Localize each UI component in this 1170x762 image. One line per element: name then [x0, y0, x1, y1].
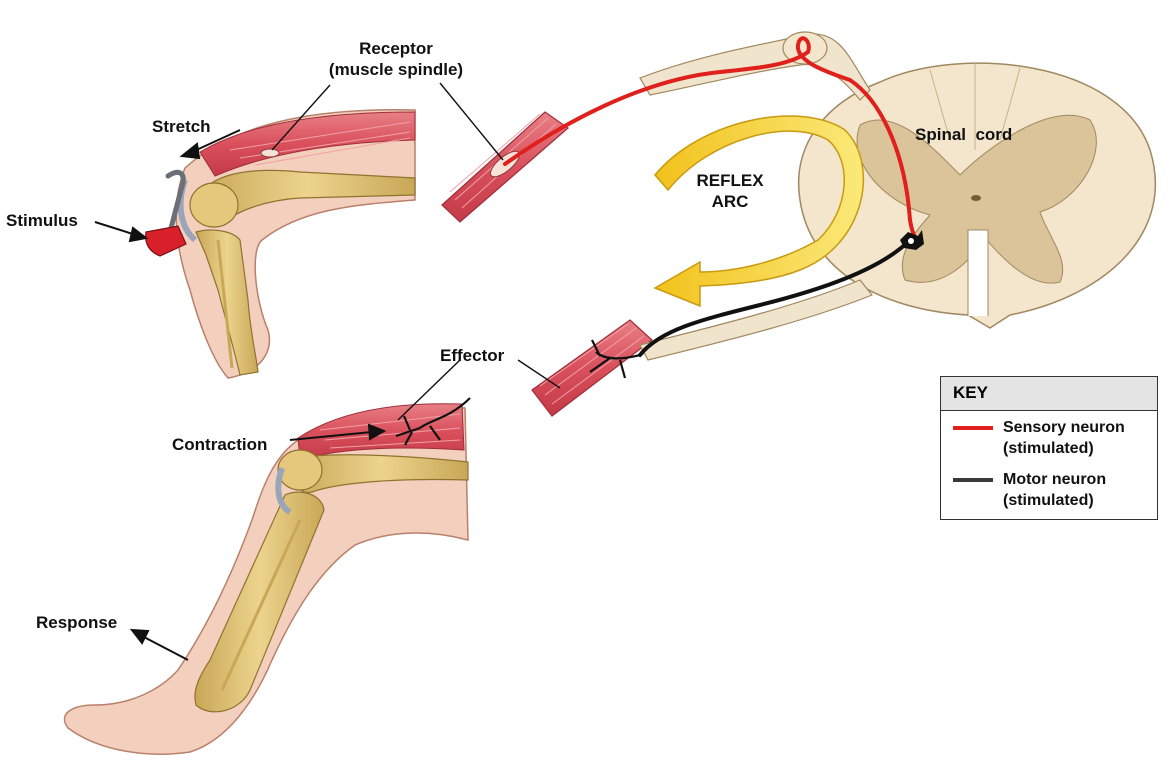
legend-sensory-line2: (stimulated)	[1003, 440, 1094, 457]
legend-motor-line1: Motor neuron	[1003, 471, 1107, 488]
spinal-cord-label: Spinal cord	[915, 125, 1013, 144]
legend-item-motor-text: Motor neuron (stimulated)	[1003, 469, 1106, 511]
effector-muscle-fragment	[531, 319, 653, 417]
reflex-arc-label: REFLEX ARC	[690, 170, 770, 212]
contraction-label: Contraction	[172, 435, 268, 454]
leader-lines	[271, 82, 561, 421]
stretch-label: Stretch	[152, 117, 211, 136]
stimulus-label: Stimulus	[6, 211, 78, 230]
legend-motor-line2: (stimulated)	[1003, 492, 1094, 509]
effector-label: Effector	[440, 346, 505, 365]
upper-quadriceps-muscle	[199, 111, 416, 177]
ventral-root	[639, 279, 873, 361]
upper-knee-illustration	[145, 109, 416, 379]
reflex-arc-arrow	[653, 115, 865, 308]
receptor-muscle-fragment	[441, 111, 569, 223]
receptor-label: Receptor (muscle spindle)	[306, 38, 486, 80]
sensory-neuron-swatch	[953, 426, 993, 430]
receptor-label-line2: (muscle spindle)	[328, 60, 464, 79]
dorsal-root-ganglion	[639, 31, 871, 101]
sensory-neuron	[503, 36, 922, 242]
response-label: Response	[36, 613, 118, 632]
reflex-arc-label-line1: REFLEX	[696, 171, 764, 190]
legend-title: KEY	[941, 377, 1157, 411]
lower-tibia-bone	[194, 491, 325, 713]
reflex-arc-label-line2: ARC	[711, 192, 749, 211]
motor-neuron	[638, 238, 912, 357]
legend-item-sensory-neuron: Sensory neuron (stimulated)	[953, 417, 1153, 461]
legend-item-sensory-text: Sensory neuron (stimulated)	[1003, 417, 1125, 459]
legend-item-motor-neuron: Motor neuron (stimulated)	[953, 469, 1153, 513]
legend-sensory-line1: Sensory neuron	[1003, 419, 1125, 436]
receptor-label-line1: Receptor	[359, 39, 433, 58]
motor-neuron-swatch	[953, 478, 993, 482]
legend-key: KEY Sensory neuron (stimulated) Motor ne…	[940, 376, 1158, 520]
direction-arrows	[94, 129, 387, 661]
